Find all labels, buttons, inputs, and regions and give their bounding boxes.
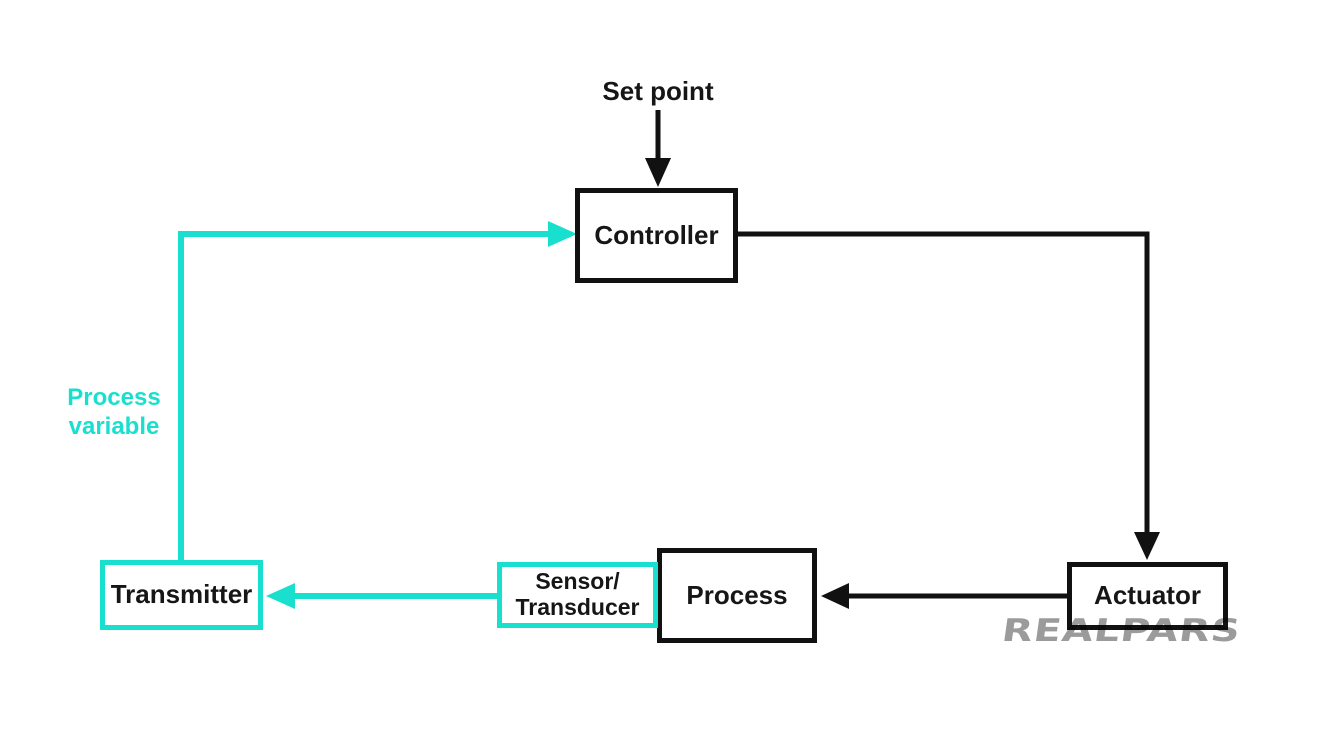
controller-arrowhead-icon xyxy=(548,221,577,247)
transmitter-arrowhead-icon xyxy=(266,583,295,609)
node-transmitter: Transmitter xyxy=(100,560,263,630)
process-variable-label: Process variable xyxy=(38,383,190,442)
controller-to-actuator-wire xyxy=(738,231,1150,536)
transmitter-label: Transmitter xyxy=(110,579,253,610)
set-point-arrowhead-icon xyxy=(645,158,671,187)
node-sensor-transducer: Sensor/ Transducer xyxy=(497,562,658,628)
set-point-label: Set point xyxy=(602,76,714,106)
controller-label: Controller xyxy=(594,219,719,250)
process-variable-line1: Process xyxy=(67,384,161,411)
node-controller: Controller xyxy=(575,188,738,283)
process-variable-line2: variable xyxy=(68,413,160,441)
actuator-label: Actuator xyxy=(1094,580,1201,611)
process-label: Process xyxy=(686,579,788,610)
sensor-label-line2: Transducer xyxy=(515,594,640,620)
sensor-label-line1: Sensor/ xyxy=(535,568,620,595)
process-arrowhead-icon xyxy=(821,583,849,609)
node-actuator: Actuator xyxy=(1067,562,1228,630)
transmitter-to-controller-wire xyxy=(178,231,553,562)
realpars-logo: REALPARS xyxy=(999,613,1244,649)
node-process: Process xyxy=(657,548,817,643)
sensor-transducer-label: Sensor/ Transducer xyxy=(515,568,640,621)
actuator-arrowhead-icon xyxy=(1134,532,1160,560)
